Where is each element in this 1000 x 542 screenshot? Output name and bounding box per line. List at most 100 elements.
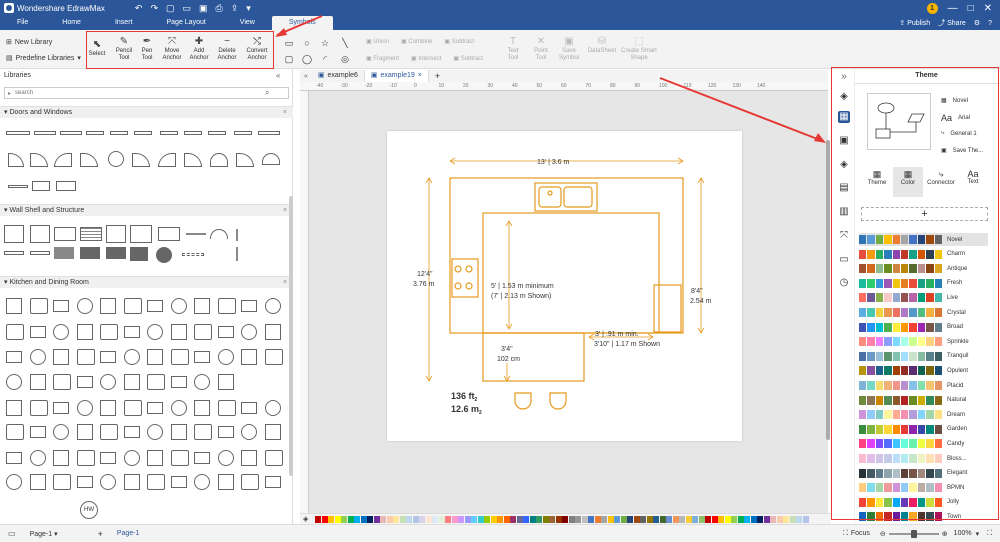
kitchen-symbol[interactable] <box>123 298 142 314</box>
select-button[interactable]: ⬉Select <box>88 39 106 58</box>
color-swatch[interactable] <box>562 516 568 523</box>
kitchen-symbol[interactable] <box>264 476 281 488</box>
image-icon[interactable]: ▣ <box>839 135 849 146</box>
filled-wall-symbol[interactable] <box>106 247 126 259</box>
wall-segment-symbol[interactable] <box>4 251 24 255</box>
kitchen-symbol[interactable] <box>264 450 283 466</box>
color-swatch[interactable] <box>659 516 666 523</box>
color-swatch[interactable] <box>698 516 705 523</box>
add-tab-icon[interactable]: + <box>434 71 441 81</box>
union-button[interactable]: ▣ Union <box>366 39 390 45</box>
kitchen-symbol[interactable] <box>217 474 234 490</box>
kitchen-symbol[interactable] <box>100 452 116 464</box>
swing-door-symbol[interactable] <box>54 153 72 167</box>
kitchen-symbol[interactable] <box>76 476 93 488</box>
kitchen-symbol[interactable] <box>29 400 48 416</box>
kitchen-symbol[interactable] <box>241 349 257 365</box>
add-page-icon[interactable]: + <box>97 528 103 539</box>
color-swatch[interactable] <box>315 516 321 523</box>
fit-icon[interactable]: ⤧ <box>840 230 848 241</box>
kitchen-symbol[interactable] <box>123 400 142 416</box>
page-tab-1[interactable]: Page-1 <box>116 530 140 537</box>
kitchen-symbol[interactable] <box>53 349 69 365</box>
color-swatch[interactable] <box>458 516 464 523</box>
kitchen-symbol[interactable] <box>100 400 116 416</box>
circle-icon[interactable]: ○ <box>304 38 310 48</box>
wall-segment-symbol[interactable] <box>186 233 206 235</box>
export-icon[interactable]: ⇪ <box>230 2 239 13</box>
color-swatch[interactable] <box>679 516 685 523</box>
color-swatch[interactable] <box>770 516 776 523</box>
kitchen-symbol[interactable] <box>194 474 210 490</box>
close-section-icon[interactable]: × <box>282 109 287 116</box>
menu-home[interactable]: Home <box>62 19 81 26</box>
color-swatch[interactable] <box>321 516 328 523</box>
kitchen-symbol[interactable] <box>53 450 69 466</box>
kitchen-symbol[interactable] <box>170 324 187 340</box>
palette-fresh[interactable]: Fresh <box>859 277 988 290</box>
kitchen-symbol[interactable] <box>217 450 234 466</box>
color-swatch[interactable] <box>380 516 386 523</box>
new-library-button[interactable]: ⊞New Library <box>6 38 52 47</box>
kitchen-symbol[interactable] <box>76 349 95 365</box>
wall-room-symbol[interactable] <box>158 227 180 241</box>
color-swatch[interactable] <box>692 516 698 523</box>
presentation-icon[interactable]: ▭ <box>839 254 849 265</box>
color-swatch[interactable] <box>445 516 451 523</box>
wall-room-symbol[interactable] <box>106 225 126 243</box>
kitchen-symbol[interactable] <box>217 326 234 338</box>
kitchen-symbol[interactable] <box>147 324 163 340</box>
star-icon[interactable]: ☆ <box>320 38 330 48</box>
kitchen-symbol[interactable] <box>100 424 118 440</box>
share-button[interactable]: ⤴ Share <box>938 18 966 28</box>
theme-option-save[interactable]: ▣Save The... <box>941 147 983 155</box>
kitchen-symbol[interactable] <box>76 424 93 440</box>
filled-wall-symbol[interactable] <box>54 247 74 259</box>
kitchen-symbol[interactable] <box>241 424 257 440</box>
kitchen-symbol[interactable] <box>76 298 93 314</box>
add-anchor-button[interactable]: ✚Add Anchor <box>187 36 211 62</box>
kitchen-symbol[interactable] <box>6 424 24 440</box>
tab-example6[interactable]: ▣example6 <box>312 70 365 82</box>
line-icon[interactable]: ╲ <box>342 38 348 48</box>
open-icon[interactable]: ▭ <box>182 2 192 13</box>
menu-view[interactable]: View <box>239 19 255 26</box>
color-swatch[interactable] <box>484 516 490 523</box>
color-swatch[interactable] <box>464 516 471 523</box>
point-tool-button[interactable]: ✕Point Tool <box>531 36 551 62</box>
color-swatch[interactable] <box>334 516 341 523</box>
fill-bucket-icon[interactable]: ◈ <box>840 91 848 102</box>
kitchen-symbol[interactable] <box>123 374 140 390</box>
hw-symbol[interactable]: HW <box>80 501 98 519</box>
color-swatch[interactable] <box>763 516 770 523</box>
kitchen-symbol[interactable] <box>6 400 22 416</box>
kitchen-symbol[interactable] <box>100 324 118 340</box>
intersect-button[interactable]: ▣ Intersect <box>411 56 442 62</box>
zoom-slider[interactable] <box>888 529 939 538</box>
theme-icon[interactable]: ▦ <box>838 111 850 123</box>
zoom-level[interactable]: 100% <box>953 530 972 537</box>
door-symbol[interactable] <box>110 131 128 135</box>
color-swatch[interactable] <box>568 516 575 523</box>
color-swatch[interactable] <box>328 516 334 523</box>
kitchen-symbol[interactable] <box>170 450 189 466</box>
canvas-scrollbar[interactable] <box>826 140 830 440</box>
kitchen-symbol[interactable] <box>100 474 116 490</box>
subtract2-button[interactable]: ▣ Subtract <box>453 56 484 62</box>
color-swatch[interactable] <box>575 516 581 523</box>
kitchen-symbol[interactable] <box>147 424 163 440</box>
kitchen-symbol[interactable] <box>170 349 189 365</box>
palette-antique[interactable]: Antique <box>859 262 988 275</box>
menu-symbols[interactable]: Symbols <box>271 16 333 30</box>
zoom-out-icon[interactable]: ⊖ <box>879 530 886 538</box>
kitchen-symbol[interactable] <box>29 450 46 466</box>
color-swatch[interactable] <box>666 516 672 523</box>
redo-icon[interactable]: ↷ <box>150 2 158 13</box>
more-icon[interactable]: ▾ <box>246 2 251 13</box>
stool[interactable] <box>514 392 532 410</box>
kitchen-symbol[interactable] <box>100 374 116 390</box>
menu-file[interactable]: File <box>17 19 29 26</box>
wall-room-symbol[interactable] <box>54 227 76 241</box>
kitchen-symbol[interactable] <box>241 450 257 466</box>
